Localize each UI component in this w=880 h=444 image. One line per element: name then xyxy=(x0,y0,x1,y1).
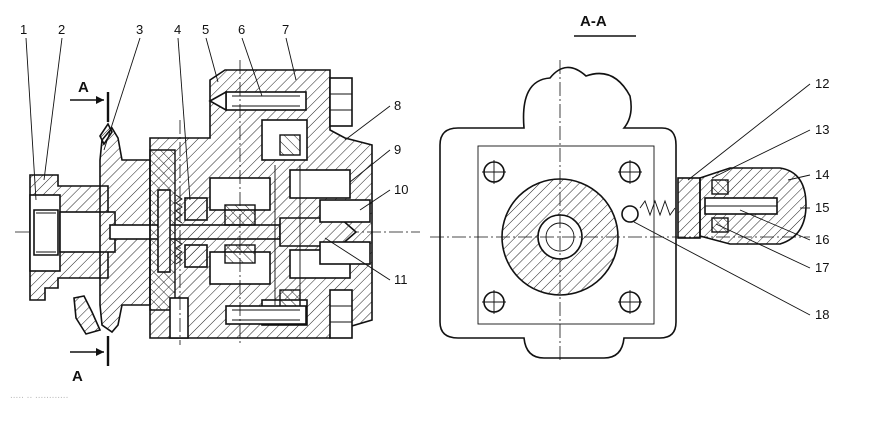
callout-7: 7 xyxy=(282,22,289,37)
housing-outline xyxy=(439,66,677,359)
callout-8: 8 xyxy=(394,98,401,113)
cover-bolt-bottom xyxy=(169,289,353,339)
callout-3: 3 xyxy=(136,22,143,37)
cross-section-a-a: A-A xyxy=(430,13,829,360)
bolt-holes xyxy=(482,160,642,314)
section-title: A-A xyxy=(580,13,607,30)
valve-spring xyxy=(639,199,676,217)
check-ball xyxy=(621,205,639,223)
callout-9: 9 xyxy=(394,142,401,157)
callout-labels-left: 1 2 3 4 5 6 7 8 9 10 11 xyxy=(20,22,408,287)
callout-18: 18 xyxy=(815,307,829,322)
leader-lines-right xyxy=(633,83,811,316)
callout-14: 14 xyxy=(815,167,829,182)
callout-6: 6 xyxy=(238,22,245,37)
cover-bolt-top xyxy=(208,77,353,127)
callout-12: 12 xyxy=(815,76,829,91)
callout-10: 10 xyxy=(394,182,408,197)
callout-15: 15 xyxy=(815,200,829,215)
callout-2: 2 xyxy=(58,22,65,37)
callout-5: 5 xyxy=(202,22,209,37)
longitudinal-section: A A 1 2 3 4 5 6 7 xyxy=(15,22,420,385)
callout-11: 11 xyxy=(394,272,408,287)
section-mark-bottom: A xyxy=(70,336,110,385)
section-letter-top: A xyxy=(78,79,89,96)
leader-lines-left xyxy=(25,37,391,281)
section-letter-bottom: A xyxy=(72,368,83,385)
faint-caption: ..... .. ............ xyxy=(10,390,68,401)
callout-16: 16 xyxy=(815,232,829,247)
callout-17: 17 xyxy=(815,260,829,275)
callout-13: 13 xyxy=(815,122,829,137)
callout-4: 4 xyxy=(174,22,181,37)
relief-valve xyxy=(677,167,807,245)
flange-square xyxy=(477,145,655,325)
section-mark-top: A xyxy=(70,79,110,122)
callout-labels-right: 12 13 14 15 16 17 18 xyxy=(815,76,829,322)
callout-1: 1 xyxy=(20,22,27,37)
